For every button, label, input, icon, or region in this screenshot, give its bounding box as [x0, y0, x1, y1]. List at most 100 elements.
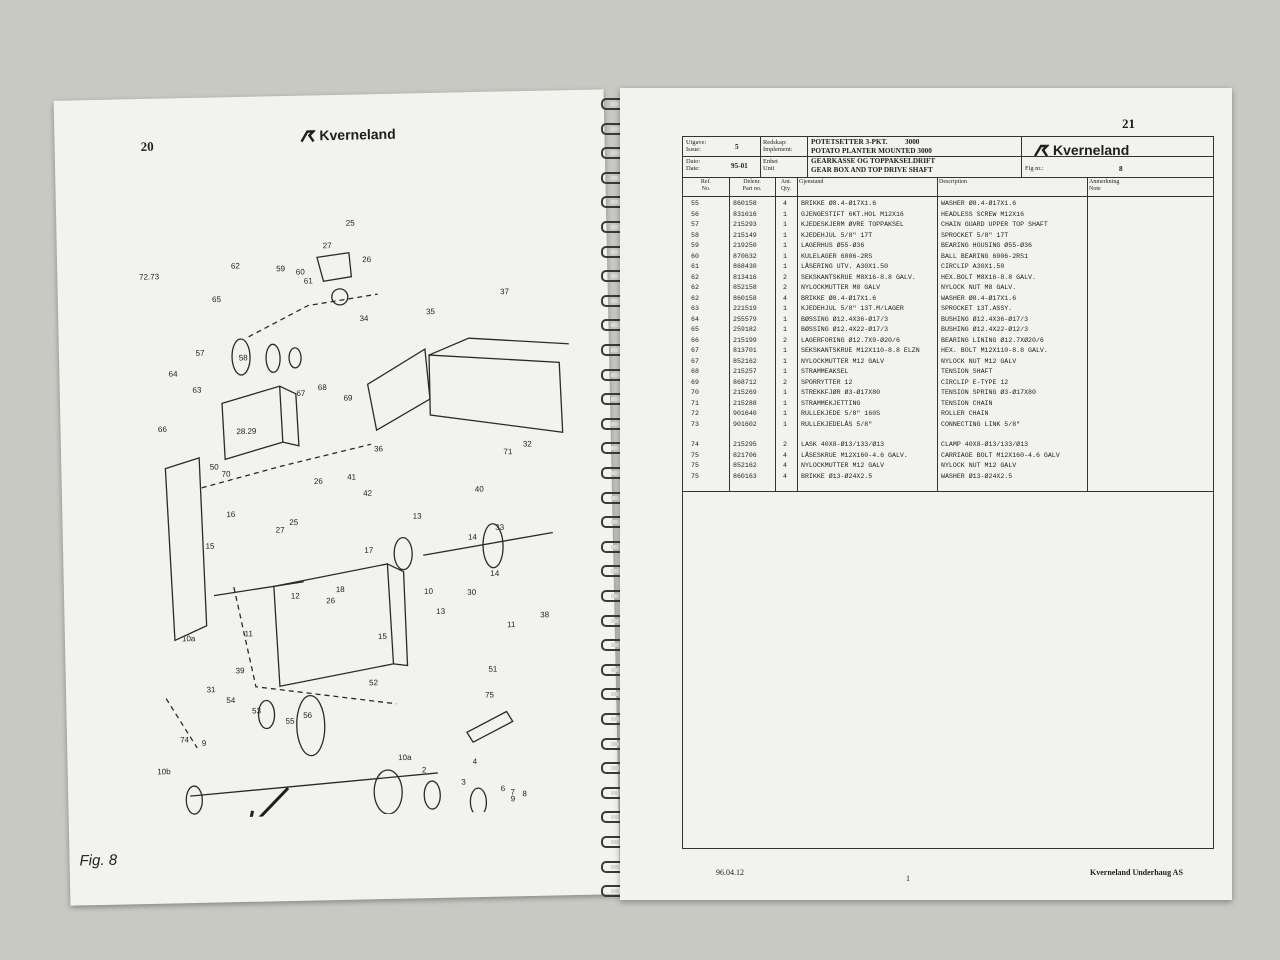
cell-gjenstand: NYLOCKMUTTER M8 GALV [801, 284, 881, 291]
page-number-right: 21 [1122, 116, 1135, 131]
cell-description: NYLOCK NUT M12 GALV [941, 462, 1017, 469]
cell-qty: 4 [783, 200, 787, 207]
cell-qty: 1 [783, 305, 787, 312]
cell-ref: 66 [691, 336, 699, 344]
callout-label: 9 [511, 794, 516, 803]
cell-gjenstand: LASK 40X8-Ø13/133/Ø13 [801, 441, 885, 448]
unit-en: GEAR BOX AND TOP DRIVE SHAFT [811, 166, 933, 174]
callout-label: 18 [336, 585, 346, 594]
footer-mark: 1 [906, 874, 910, 883]
col-note: Anmerkning Note [1089, 179, 1120, 192]
callout-label: 56 [303, 711, 313, 720]
col-ref: Ref. No. [700, 179, 712, 192]
cell-gjenstand: BRIKKE Ø13-Ø24X2.5 [801, 472, 873, 480]
cell-description: SPROCKET 13T.ASSY. [941, 305, 1013, 312]
implement-model: 3000 [905, 138, 920, 146]
callout-label: 38 [540, 610, 550, 619]
cell-part: 219250 [733, 242, 757, 249]
cell-description: TENSION CHAIN [941, 399, 993, 407]
cell-description: HEX.BOLT M8X16-8.8 GALV. [941, 273, 1036, 281]
col-description: Description [939, 179, 967, 185]
callout-label: 67 [296, 389, 306, 398]
callout-label: 68 [318, 383, 328, 392]
cell-gjenstand: STREKKFJØR Ø3-Ø17X80 [801, 389, 881, 396]
cell-ref: 62 [691, 273, 699, 281]
cell-ref: 58 [691, 231, 699, 239]
callout-label: 27 [323, 241, 333, 250]
cell-ref: 61 [691, 263, 699, 270]
cell-description: CONNECTING LINK 5/8" [941, 420, 1021, 428]
cell-ref: 63 [691, 305, 699, 312]
col-gjenstand: Gjenstand [799, 179, 824, 185]
callout-label: 70 [222, 470, 232, 479]
callout-label: 11 [507, 620, 516, 629]
cell-description: CHAIN GUARD UPPER TOP SHAFT [941, 221, 1048, 228]
cell-qty: 1 [783, 231, 787, 239]
cell-part: 852162 [733, 357, 757, 365]
cell-description: CLAMP 40X8-Ø13/133/Ø13 [941, 441, 1029, 448]
cell-description: NYLOCK NUT M12 GALV [941, 357, 1017, 365]
cell-description: CARRIAGE BOLT M12X160-4.6 GALV [941, 451, 1060, 459]
callout-label: 26 [362, 255, 372, 264]
callout-label: 8 [522, 789, 527, 798]
callout-label: 13 [436, 607, 446, 616]
cell-part: 215293 [733, 221, 757, 228]
callout-label: 58 [239, 353, 249, 362]
cell-part: 255579 [733, 315, 757, 323]
implement-en: POTATO PLANTER MOUNTED 3000 [811, 147, 932, 155]
cell-qty: 1 [783, 242, 787, 249]
callout-label: 4 [473, 757, 478, 766]
cell-gjenstand: BØSSING Ø12.4X22-Ø17/3 [801, 326, 889, 333]
unit-no: GEARKASSE OG TOPPAKSELDRIFT [811, 157, 936, 165]
cell-ref: 69 [691, 378, 699, 386]
callout-label: 60 [296, 267, 306, 276]
cell-ref: 72 [691, 410, 699, 417]
date-label: Dato: Date: [686, 158, 701, 173]
callout-label: 74 [180, 735, 190, 744]
callout-label: 9 [202, 739, 207, 748]
cell-part: 813701 [733, 347, 757, 354]
kverneland-logo-icon [1033, 144, 1049, 157]
left-page: 20 Kverneland [53, 89, 621, 906]
callout-label: 34 [359, 314, 369, 323]
callout-label: 35 [426, 307, 436, 316]
kverneland-logo-icon [300, 130, 316, 143]
callout-label: 33 [495, 523, 505, 532]
issue-value: 5 [735, 143, 739, 151]
callout-label: 17 [364, 546, 374, 555]
callout-label: 71 [503, 447, 513, 456]
cell-gjenstand: KJEDEHJUL 5/8" 13T.M/LAGER [801, 305, 904, 312]
footer-date: 96.04.12 [716, 868, 744, 877]
callout-label: 72.73 [139, 272, 160, 281]
cell-gjenstand: NYLOCKMUTTER M12 GALV [801, 462, 885, 469]
cell-description: SPROCKET 5/8" 17T [941, 231, 1009, 239]
cell-qty: 1 [783, 399, 787, 407]
callout-label: 26 [326, 596, 336, 605]
callout-label: 75 [485, 690, 495, 699]
brand-header-right: Kverneland [1033, 142, 1129, 158]
cell-description: ROLLER CHAIN [941, 410, 989, 417]
cell-ref: 62 [691, 294, 699, 302]
cell-qty: 1 [783, 357, 787, 365]
col-qty: Ant. Qty. [780, 179, 792, 192]
cell-part: 852158 [733, 284, 757, 291]
cell-part: 860158 [733, 294, 757, 302]
cell-qty: 4 [783, 462, 787, 469]
callout-label: 16 [226, 510, 236, 519]
cell-gjenstand: STRAMMEKJETTING [801, 399, 861, 407]
cell-description: BALL BEARING 6006-2RS1 [941, 252, 1029, 260]
cell-part: 868712 [733, 378, 757, 386]
cell-ref: 65 [691, 326, 699, 333]
cell-part: 852162 [733, 462, 757, 469]
cell-qty: 1 [783, 326, 787, 333]
cell-part: 870632 [733, 252, 757, 260]
cell-ref: 75 [691, 451, 699, 459]
